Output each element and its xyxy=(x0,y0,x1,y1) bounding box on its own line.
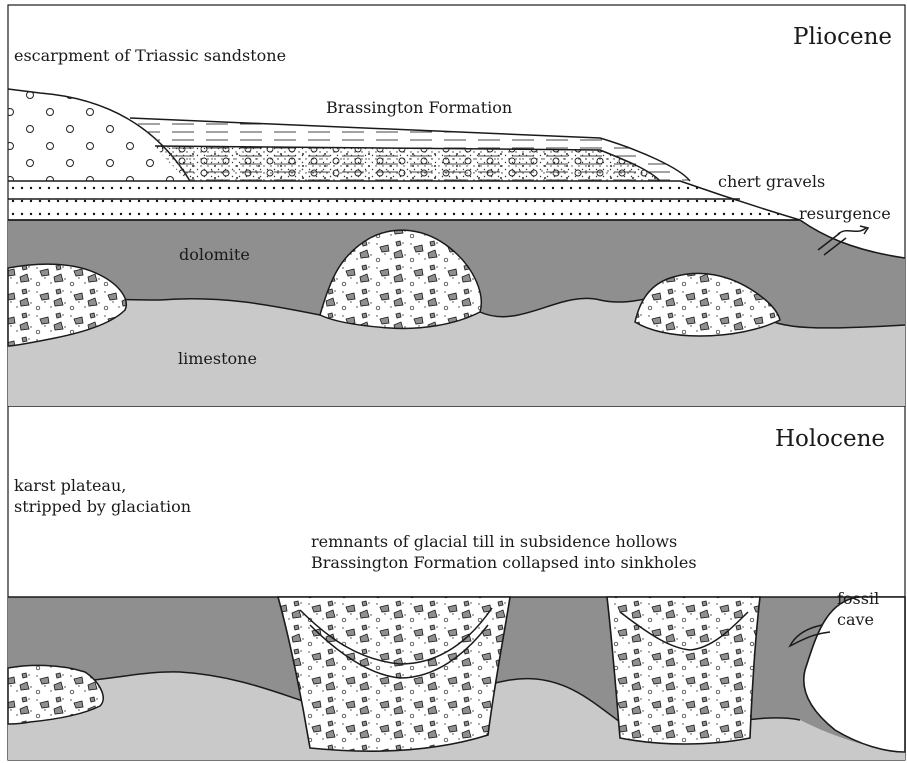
brassington-pebbles xyxy=(155,146,660,181)
karst-plateau-label-1: karst plateau, xyxy=(14,476,126,495)
collapsed-formation-label: Brassington Formation collapsed into sin… xyxy=(311,553,697,572)
resurgence-label: resurgence xyxy=(799,204,891,223)
sinkhole-left xyxy=(278,597,510,751)
glacial-till-label: remnants of glacial till in subsidence h… xyxy=(311,532,677,551)
chert-gravels-layer xyxy=(8,181,800,220)
escarpment-label: escarpment of Triassic sandstone xyxy=(14,46,286,65)
fossil-cave-label-2: cave xyxy=(837,610,874,629)
karst-plateau-label-2: stripped by glaciation xyxy=(14,497,191,516)
brassington-label: Brassington Formation xyxy=(326,98,512,117)
pliocene-title: Pliocene xyxy=(793,24,892,50)
dolomite-label: dolomite xyxy=(179,245,250,264)
holocene-title: Holocene xyxy=(775,426,885,452)
fossil-cave-label-1: fossil xyxy=(837,589,879,608)
chert-gravels-label: chert gravels xyxy=(718,172,825,191)
limestone-label: limestone xyxy=(178,349,257,368)
